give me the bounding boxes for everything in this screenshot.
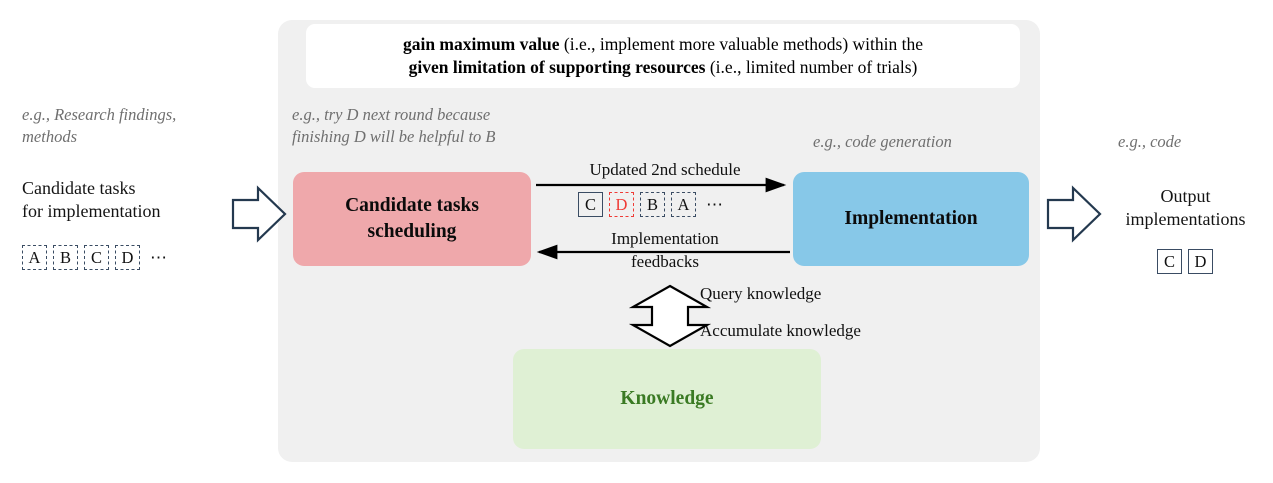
output-example-note: e.g., code	[1118, 132, 1182, 151]
feedback-arrow-label-top: Implementation	[611, 229, 719, 248]
goal-banner: gain maximum value (i.e., implement more…	[306, 24, 1020, 88]
input-caption: Candidate tasks for implementation	[22, 178, 161, 222]
forward-arrow-label: Updated 2nd schedule	[589, 160, 741, 179]
scheduling-example-note: e.g., try D next round because finishing…	[292, 105, 496, 146]
output-block-arrow	[1046, 185, 1102, 243]
goal-banner-line-1: gain maximum value (i.e., implement more…	[403, 33, 923, 56]
output-caption: Output implementations	[1125, 186, 1246, 230]
input-task-chip[interactable]: B	[53, 245, 78, 270]
input-chip-ellipsis: ⋯	[150, 247, 169, 267]
input-task-chip[interactable]: C	[84, 245, 109, 270]
schedule-chip-row: C D B A ⋯	[578, 192, 725, 217]
goal-banner-line-2-rest: (i.e., limited number of trials)	[705, 57, 918, 77]
implementation-box[interactable]: Implementation	[793, 172, 1029, 266]
output-chip[interactable]: C	[1157, 249, 1182, 274]
schedule-chip-c[interactable]: C	[578, 192, 603, 217]
query-knowledge-label: Query knowledge	[700, 284, 822, 303]
input-block-arrow	[231, 185, 287, 243]
feedback-arrow-label-bottom: feedbacks	[631, 252, 699, 271]
schedule-chip-d[interactable]: D	[609, 192, 634, 217]
output-chip[interactable]: D	[1188, 249, 1213, 274]
input-task-chip-row: A B C D ⋯	[22, 245, 169, 270]
schedule-chip-ellipsis: ⋯	[706, 194, 725, 214]
goal-banner-line-2-bold: given limitation of supporting resources	[408, 57, 706, 77]
output-chip-row: C D	[1157, 249, 1219, 274]
candidate-tasks-scheduling-box[interactable]: Candidate tasks scheduling	[293, 172, 531, 266]
knowledge-box[interactable]: Knowledge	[513, 349, 821, 449]
goal-banner-line-1-rest: (i.e., implement more valuable methods) …	[559, 34, 924, 55]
input-example-note: e.g., Research findings, methods	[22, 105, 177, 146]
input-task-chip[interactable]: D	[115, 245, 140, 270]
schedule-chip-a[interactable]: A	[671, 192, 696, 217]
goal-banner-line-1-bold: gain maximum value	[402, 34, 560, 55]
knowledge-double-arrow	[628, 284, 712, 348]
implementation-example-note: e.g., code generation	[813, 132, 952, 151]
accumulate-knowledge-label: Accumulate knowledge	[700, 321, 861, 340]
goal-banner-line-2: given limitation of supporting resources…	[409, 56, 918, 79]
input-task-chip[interactable]: A	[22, 245, 47, 270]
schedule-chip-b[interactable]: B	[640, 192, 665, 217]
